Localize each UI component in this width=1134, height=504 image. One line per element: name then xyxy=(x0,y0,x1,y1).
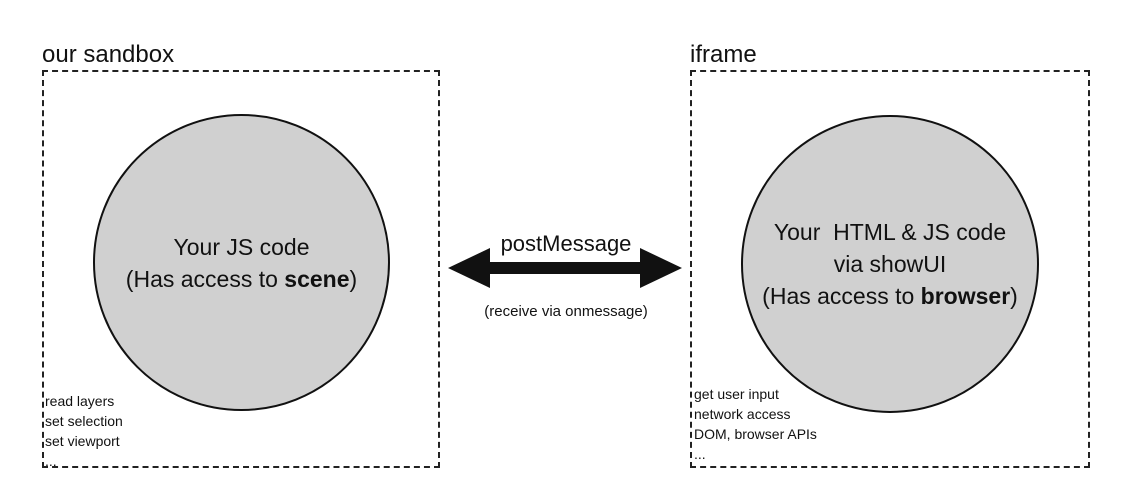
arrow-shaft xyxy=(488,262,642,274)
sandbox-circle: Your JS code (Has access to scene) xyxy=(93,114,390,411)
sandbox-capability-list: read layers set selection set viewport .… xyxy=(45,391,123,471)
sandbox-capability-item: read layers xyxy=(45,393,115,409)
iframe-capability-item: DOM, browser APIs xyxy=(694,426,817,442)
iframe-circle-line3-bold: browser xyxy=(920,283,1011,309)
sandbox-capability-item: ... xyxy=(45,453,57,469)
sandbox-circle-line2: (Has access to scene) xyxy=(126,263,357,295)
sandbox-circle-line2-bold: scene xyxy=(284,265,350,292)
iframe-circle-line3-prefix: (Has access to xyxy=(762,283,921,309)
sandbox-box xyxy=(42,70,440,468)
iframe-circle-line3: (Has access to browser) xyxy=(762,280,1018,312)
iframe-title: iframe xyxy=(690,41,757,68)
iframe-capability-list: get user input network access DOM, brows… xyxy=(694,384,817,464)
sandbox-capability-item: set selection xyxy=(45,413,123,429)
double-arrow xyxy=(448,248,682,288)
iframe-circle: Your HTML & JS code via showUI (Has acce… xyxy=(741,115,1039,413)
sandbox-circle-line1: Your JS code xyxy=(173,233,310,260)
sandbox-capability-item: set viewport xyxy=(45,433,120,449)
sandbox-circle-line2-suffix: ) xyxy=(349,265,358,292)
iframe-capability-item: network access xyxy=(694,406,791,422)
arrow-head-left xyxy=(448,248,490,288)
iframe-box xyxy=(690,70,1090,468)
connector-label: postMessage xyxy=(500,231,632,256)
iframe-circle-line1: Your HTML & JS code xyxy=(773,219,1007,245)
iframe-capability-item: get user input xyxy=(694,386,779,402)
iframe-circle-line2: via showUI xyxy=(833,251,947,277)
iframe-circle-line3-suffix: ) xyxy=(1010,283,1018,309)
connector-sublabel: (receive via onmessage) xyxy=(484,303,648,320)
iframe-capability-item: ... xyxy=(694,446,706,462)
arrow-head-right xyxy=(640,248,682,288)
sandbox-circle-line2-prefix: (Has access to xyxy=(125,265,285,292)
sandbox-title: our sandbox xyxy=(42,41,175,68)
